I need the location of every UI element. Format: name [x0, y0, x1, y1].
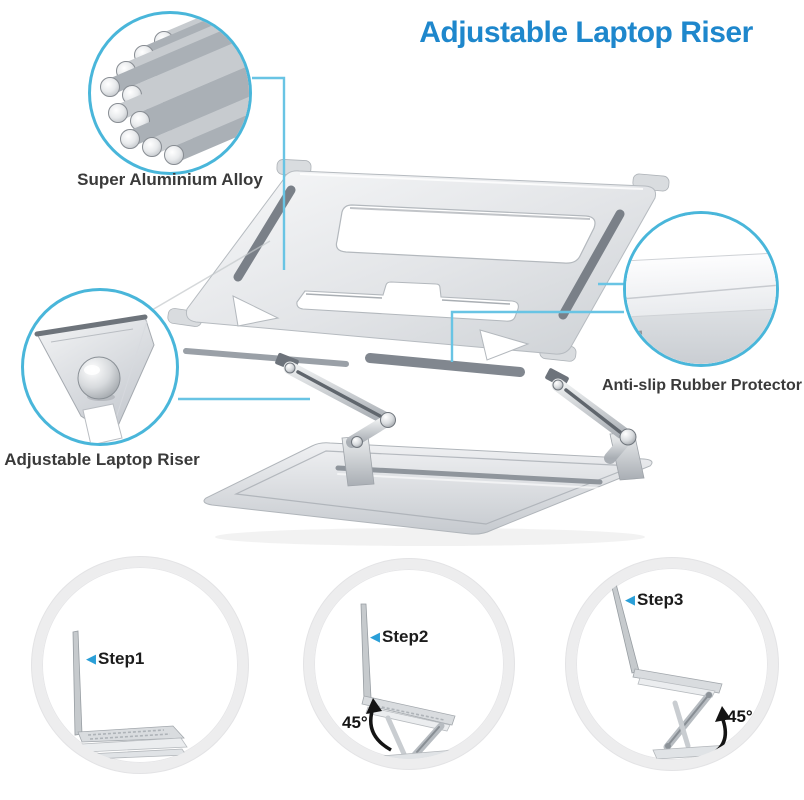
rubber-strips: [233, 185, 625, 320]
feature-circle-rubber: [623, 211, 779, 367]
feature-label-rubber: Anti-slip Rubber Protector: [601, 377, 802, 394]
feature-circle-riser: [21, 288, 179, 446]
step-circle-3: [566, 558, 778, 770]
step-label-text: Step1: [98, 649, 145, 668]
step-circle-2: [304, 559, 514, 769]
feature-label-riser: Adjustable Laptop Riser: [4, 450, 200, 469]
feature-label-aluminium: Super Aluminium Alloy: [77, 170, 263, 189]
step3-laptop-illustration: [609, 578, 752, 760]
base-shadow: [215, 528, 645, 546]
callout-line-rubber: [450, 310, 624, 362]
step-label-3: ◀Step3: [625, 590, 683, 610]
rotate-arrow-icon: [366, 698, 392, 752]
step-pointer-icon: ◀: [625, 592, 635, 607]
callout-wedge-line: [151, 240, 271, 311]
step-circle-1: [32, 557, 248, 773]
stand-columns: [341, 431, 645, 487]
page-title: Adjustable Laptop Riser: [419, 16, 753, 49]
step-pointer-icon: ◀: [86, 651, 96, 666]
angle-label-step3: 45°: [727, 707, 753, 726]
stand-base: [203, 442, 653, 535]
step-label-text: Step3: [637, 590, 684, 609]
stand-platform: [183, 170, 656, 377]
step-label-text: Step2: [382, 627, 429, 646]
stand-arms: [275, 352, 637, 464]
step-label-1: ◀Step1: [86, 649, 144, 669]
step-pointer-icon: ◀: [370, 629, 380, 644]
feature-circle-aluminium: [88, 11, 252, 175]
hinge-bracket-illustration: [34, 314, 155, 443]
rubber-protector-illustration: [626, 214, 776, 364]
laptop-on-raised-stand: [609, 578, 752, 760]
angle-label-step2: 45°: [342, 713, 368, 732]
step-label-2: ◀Step2: [370, 627, 428, 647]
aluminium-rods-illustration: [100, 14, 249, 165]
